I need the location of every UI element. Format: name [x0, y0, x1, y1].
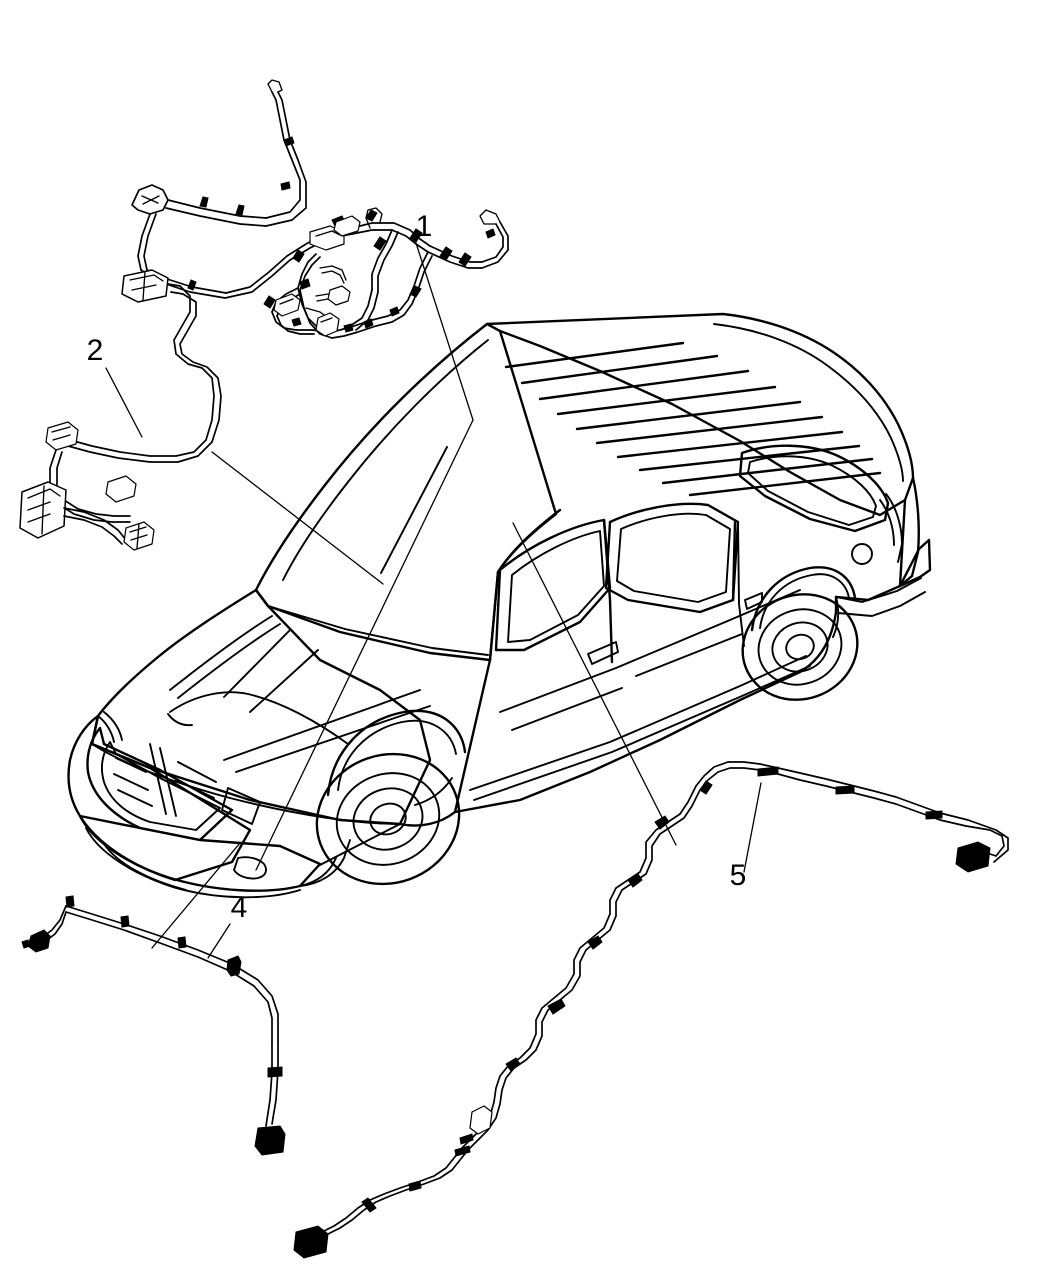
callout-4-leader — [207, 923, 231, 959]
rear-bumper — [898, 538, 932, 588]
a-pillar — [488, 508, 562, 662]
door-gap-rear — [737, 522, 745, 647]
rear-bumper-step — [837, 591, 926, 617]
part-2-jumper-harness — [19, 269, 222, 551]
c-pillar — [731, 520, 737, 602]
roof-inner-edge — [713, 323, 904, 482]
rear-wheel-arch — [750, 566, 857, 632]
rear-door-frame — [604, 502, 740, 614]
roof-ribs — [504, 341, 882, 497]
hood-rib-2 — [249, 649, 319, 713]
callout-numbers: 1 2 4 5 — [87, 210, 747, 924]
rear-lamp-inner — [879, 499, 895, 546]
windshield-wiper-shadow — [380, 446, 448, 574]
rear-wheel-arch-lip — [759, 573, 850, 629]
front-fender-lower — [299, 839, 351, 887]
front-door-frame — [494, 518, 612, 652]
beltline-crease — [499, 589, 801, 713]
roof-panel — [485, 312, 915, 517]
part-1-roof-harness — [131, 79, 509, 339]
part-5-rear-harness — [293, 761, 1009, 1259]
body-side-lower — [453, 670, 802, 814]
valance-line — [317, 823, 401, 867]
callout-5-leader — [743, 782, 762, 873]
hood-crease-outer — [169, 615, 273, 691]
quarter-glass-outer — [738, 444, 890, 533]
callout-1-leader — [415, 242, 474, 421]
callout-label-1: 1 — [416, 210, 433, 243]
grille-slat-1 — [115, 757, 147, 773]
leader-rear-harness — [512, 522, 677, 846]
quarter-glass-inner — [747, 455, 877, 526]
hood-rib-1 — [223, 629, 291, 698]
grille-crossbar-v — [149, 743, 167, 815]
rear-door-glass — [616, 512, 731, 603]
rocker-molding-top — [469, 655, 807, 791]
headlamp-left — [97, 715, 115, 743]
callout-2-leader — [105, 367, 143, 438]
rear-bumper-lower — [835, 577, 922, 603]
b-pillar — [602, 518, 614, 664]
leader-jumper-harness — [211, 451, 384, 585]
rear-body-side — [798, 595, 838, 674]
windshield — [254, 322, 558, 662]
hood-shoulder-2 — [235, 705, 431, 773]
cowl-line — [267, 605, 489, 656]
grille-crossbar-v2 — [159, 747, 177, 817]
callout-label-2: 2 — [87, 334, 104, 367]
lower-door-crease — [511, 687, 623, 731]
rear-wheel — [741, 593, 859, 701]
bumper-air-dam — [103, 843, 187, 891]
front-door-glass — [507, 530, 605, 643]
part-4-side-harness — [21, 895, 286, 1156]
leader-roof-harness — [255, 419, 474, 871]
rear-lamp — [885, 493, 903, 563]
grille-slat-2 — [113, 773, 149, 791]
hood-center-bulge — [169, 691, 349, 745]
callout-label-5: 5 — [730, 859, 747, 892]
turn-lamp — [221, 787, 261, 825]
left-fender — [398, 658, 492, 827]
grille-slat-3 — [117, 789, 153, 807]
headlamp-detail — [103, 711, 123, 741]
front-door-handle — [587, 641, 619, 665]
door-crease-rear — [635, 633, 743, 677]
leader-side-harness — [151, 842, 241, 949]
rocker-molding-bottom — [473, 665, 811, 801]
hood-bulge-tip — [167, 713, 193, 727]
hood — [90, 588, 432, 826]
leader-lines-long — [151, 419, 677, 949]
front-wheel-arch-lip — [337, 719, 457, 791]
hood-shoulder — [223, 689, 421, 761]
windshield-inner — [282, 339, 489, 581]
front-wheel — [315, 752, 461, 886]
callout-leaders — [105, 242, 762, 959]
grille-slat-4 — [177, 761, 217, 783]
vehicle-outline — [67, 312, 932, 899]
callout-label-4: 4 — [231, 891, 248, 924]
grille-inner — [101, 741, 221, 831]
fuel-filler-cap — [851, 543, 873, 565]
hood-crease-inner — [177, 623, 281, 699]
front-wheel-arch — [326, 709, 467, 797]
hood-front-edge — [91, 743, 401, 825]
front-end-outer — [67, 714, 252, 882]
fog-lamp-opening — [233, 856, 267, 880]
grille-slat-5 — [175, 779, 215, 799]
